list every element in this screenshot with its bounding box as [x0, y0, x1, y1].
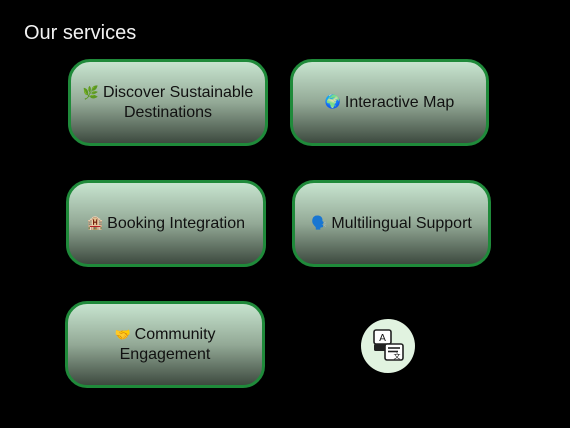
hotel-icon: 🏨 — [86, 216, 104, 231]
service-card-label: Multilingual Support — [331, 215, 472, 232]
service-card-label: Interactive Map — [344, 94, 455, 111]
handshake-icon: 🤝 — [114, 328, 131, 343]
speaking-head-icon: 🗣️ — [311, 216, 328, 231]
service-card-community-engagement[interactable]: 🤝Community Engagement — [65, 301, 265, 388]
service-card-multilingual-support[interactable]: 🗣️Multilingual Support — [292, 180, 491, 267]
globe-icon: 🌍 — [324, 95, 341, 110]
service-card-booking-integration[interactable]: 🏨Booking Integration — [66, 180, 266, 267]
svg-text:A: A — [379, 333, 386, 344]
service-card-label: Discover Sustainable Destinations — [102, 84, 254, 121]
svg-text:文: 文 — [394, 352, 401, 361]
leaf-icon: 🌿 — [82, 86, 99, 101]
service-card-label: Community Engagement — [119, 326, 216, 363]
page-title: Our services — [24, 22, 137, 44]
translate-glyph: A 文 — [373, 329, 404, 361]
service-card-label: Booking Integration — [107, 215, 246, 232]
translate-icon[interactable]: A 文 — [361, 319, 415, 373]
service-card-content: 🌿Discover Sustainable Destinations — [71, 83, 265, 122]
service-card-sustainable-destinations[interactable]: 🌿Discover Sustainable Destinations — [68, 59, 268, 146]
service-card-interactive-map[interactable]: 🌍Interactive Map — [290, 59, 489, 146]
service-card-content: 🤝Community Engagement — [68, 325, 262, 364]
